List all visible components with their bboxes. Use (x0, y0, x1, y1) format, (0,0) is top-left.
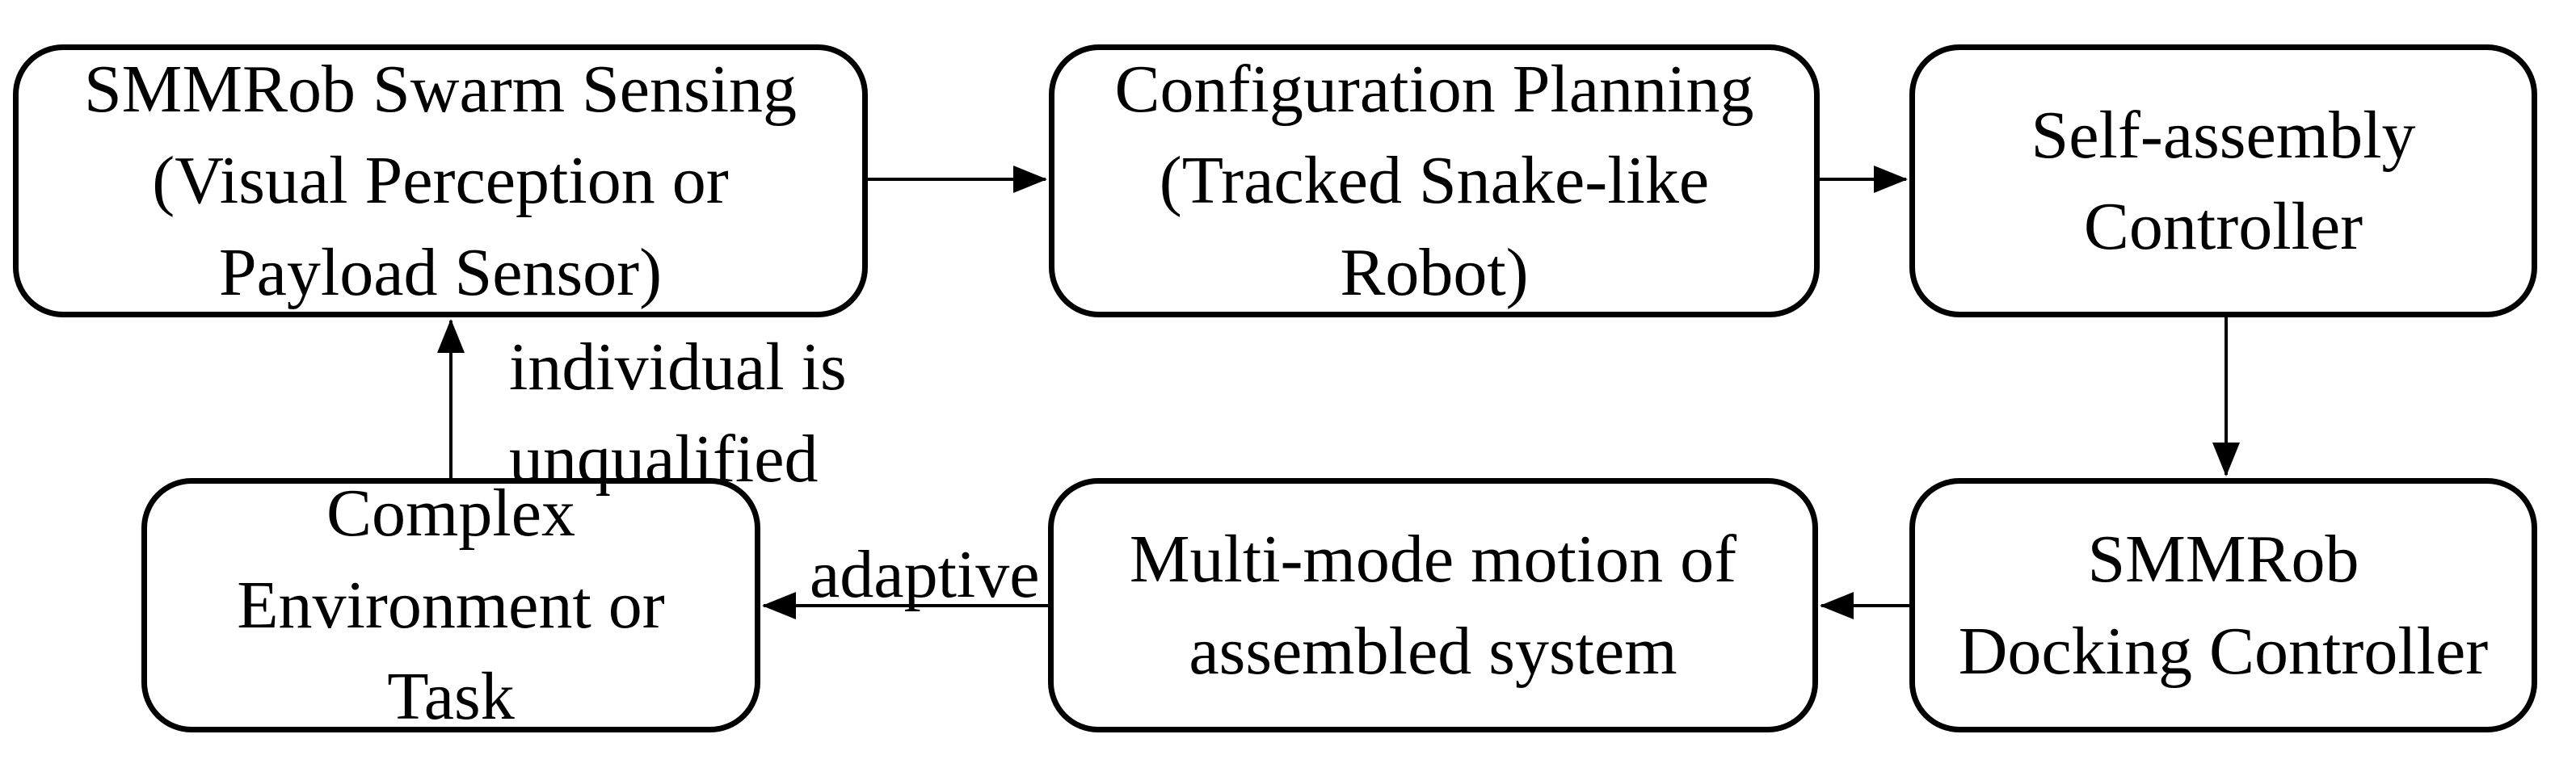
node-complex-environment: Complex Environment or Task (141, 476, 760, 734)
edge-label-adaptive: adaptive (810, 537, 1040, 612)
node-swarm-sensing: SMMRob Swarm Sensing (Visual Perception … (13, 44, 868, 317)
node-multi-mode-motion: Multi-mode motion of assembled system (1048, 478, 1818, 732)
node-complex-environment-label: Complex Environment or Task (237, 476, 665, 735)
node-docking-controller: SMMRob Docking Controller (1909, 478, 2537, 732)
node-configuration-planning-label: Configuration Planning (Tracked Snake-li… (1114, 51, 1754, 310)
node-configuration-planning: Configuration Planning (Tracked Snake-li… (1049, 44, 1820, 317)
edge-label-individual-unqualified: individual is unqualified (509, 329, 847, 497)
node-self-assembly-controller: Self-assembly Controller (1909, 44, 2537, 317)
node-self-assembly-controller-label: Self-assembly Controller (2031, 97, 2416, 264)
node-docking-controller-label: SMMRob Docking Controller (1958, 522, 2489, 689)
node-swarm-sensing-label: SMMRob Swarm Sensing (Visual Perception … (83, 51, 798, 310)
node-multi-mode-motion-label: Multi-mode motion of assembled system (1129, 522, 1737, 689)
